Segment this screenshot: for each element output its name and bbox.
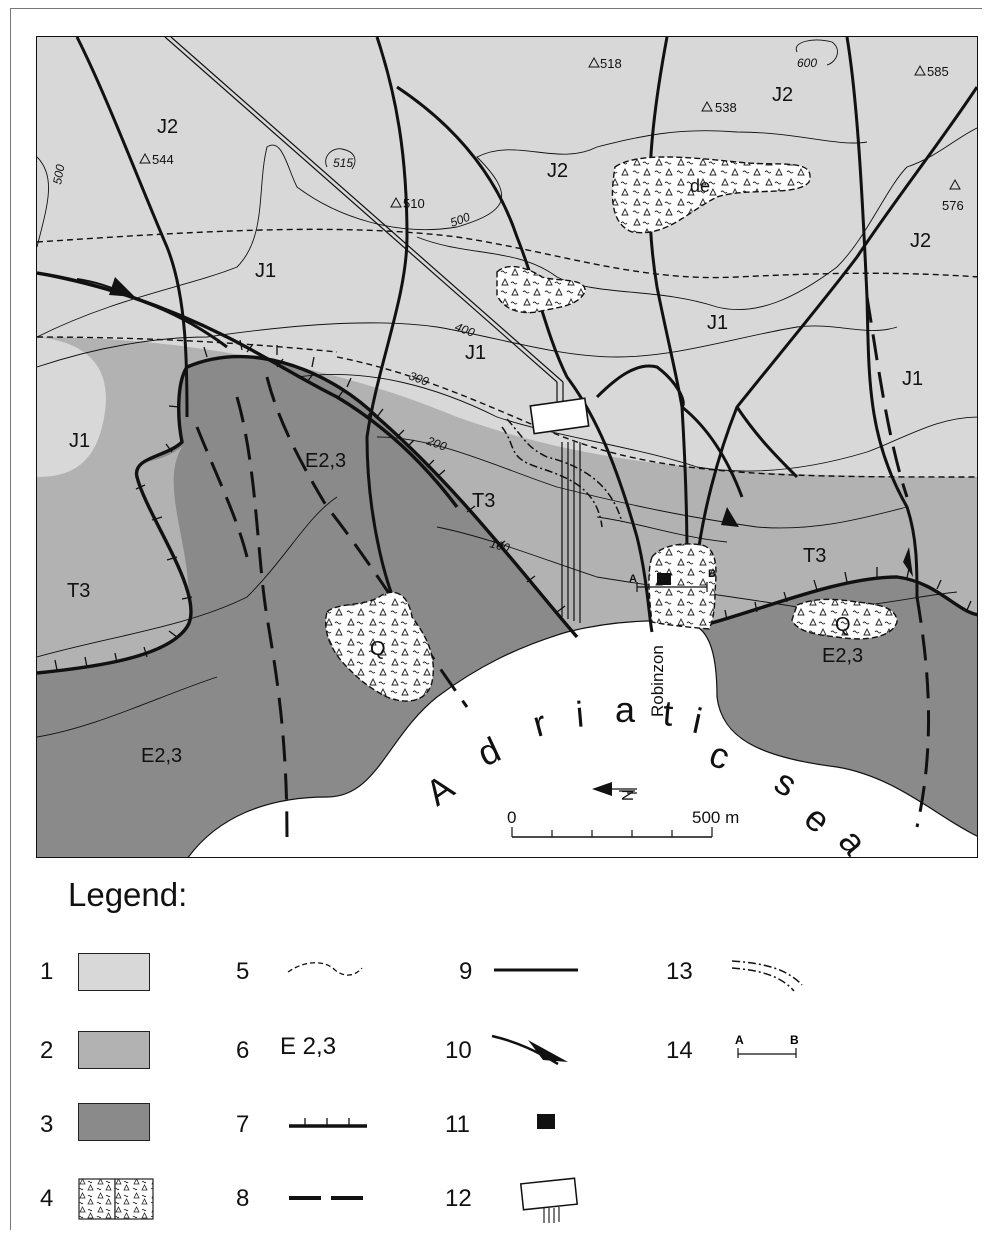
place-robinzon: Robinzon <box>648 645 667 717</box>
label-t3-c: T3 <box>67 580 90 602</box>
legend-num-2: 2 <box>40 1037 54 1064</box>
legend-swatch-3 <box>78 1103 150 1141</box>
tunnel-line <box>164 37 581 623</box>
sea-letter-4: i <box>574 693 586 735</box>
north-label: N <box>620 789 637 801</box>
elev-585: 585 <box>927 64 949 79</box>
legend-num-11: 11 <box>445 1111 470 1138</box>
faults <box>37 37 977 633</box>
sea-letter-5: a <box>615 689 636 730</box>
elevation-points <box>139 56 961 208</box>
unit-j1-left-area <box>37 337 106 477</box>
legend-num-13: 13 <box>666 958 693 985</box>
contour-100: 100 <box>488 536 511 555</box>
fault-arrow-1-head <box>109 277 135 297</box>
outcrop-marker <box>657 573 671 585</box>
label-t3-a: T3 <box>472 490 495 512</box>
fault-arrow-3-head <box>903 547 913 577</box>
legend-symbol-13 <box>731 960 803 992</box>
upper-thrust-ticks <box>246 343 435 468</box>
sea-letter-6: t <box>661 692 675 734</box>
scale-start: 0 <box>507 808 516 827</box>
label-q-a: Q <box>370 638 386 660</box>
contour-200: 200 <box>424 433 449 453</box>
breccia-de-patch <box>611 156 811 234</box>
label-j1-c: J1 <box>707 312 728 334</box>
elev-544: 544 <box>152 152 174 167</box>
geological-map: J2 J2 J2 J2 J1 J1 J1 J1 J1 T3 T3 T3 E2,3… <box>36 36 978 858</box>
label-j2-a: J2 <box>157 116 178 138</box>
section-label-b: B <box>708 568 716 580</box>
legend-symbol-14: A B <box>735 1033 799 1058</box>
legend-swatch-1 <box>78 953 150 991</box>
tunnel-portal <box>529 397 590 435</box>
legend-symbol-7 <box>289 1118 367 1128</box>
breccia-q-right-patch <box>791 598 898 640</box>
legend-num-8: 8 <box>236 1185 250 1212</box>
label-de: de <box>690 176 710 196</box>
elev-518: 518 <box>600 56 622 71</box>
dash-dot-lines <box>501 418 623 528</box>
label-e23-c: E2,3 <box>141 745 182 767</box>
legend-symbol-6: E 2,3 <box>280 1033 337 1060</box>
legend-14-a: A <box>735 1033 744 1047</box>
breccia-q-left-patch <box>325 591 434 702</box>
legend-symbol-11 <box>537 1114 555 1129</box>
contour-600: 600 <box>797 56 817 70</box>
scale-bar: 0 500 m <box>507 808 739 838</box>
legend-14-b: B <box>790 1033 799 1047</box>
legend-num-1: 1 <box>40 958 54 985</box>
figure-frame <box>10 8 982 1230</box>
map-canvas: J2 J2 J2 J2 J1 J1 J1 J1 J1 T3 T3 T3 E2,3… <box>37 37 977 857</box>
scale-end: 500 m <box>692 808 739 827</box>
label-j2-c: J2 <box>547 160 568 182</box>
label-j1-b: J1 <box>465 342 486 364</box>
label-j2-d: J2 <box>910 230 931 252</box>
legend-symbol-10 <box>491 1034 568 1066</box>
label-j1-e: J1 <box>69 430 90 452</box>
section-label-a: A <box>629 573 637 585</box>
legend-num-14: 14 <box>666 1037 693 1064</box>
elev-538: 538 <box>715 100 737 115</box>
fault-arrow-2-head <box>721 507 739 527</box>
contour-500: 500 <box>448 210 472 230</box>
thrust-faults <box>37 354 977 675</box>
legend-num-7: 7 <box>236 1111 250 1138</box>
breccia-small-patch <box>496 265 586 314</box>
section-line <box>636 582 708 592</box>
legend-num-5: 5 <box>236 958 250 985</box>
contour-515: 515 <box>333 156 353 170</box>
legend-num-9: 9 <box>459 958 473 985</box>
elev-576: 576 <box>942 198 964 213</box>
north-arrow: N <box>592 782 637 801</box>
label-e23-b: E2,3 <box>822 645 863 667</box>
label-j1-a: J1 <box>255 260 276 282</box>
legend-symbol-12 <box>519 1177 579 1223</box>
label-q-b: Q <box>835 614 851 636</box>
contour-400: 400 <box>453 320 477 340</box>
legend-num-12: 12 <box>445 1185 472 1212</box>
contour-500-left: 500 <box>50 163 67 185</box>
legend-swatch-2 <box>78 1031 150 1069</box>
geological-boundaries <box>37 228 977 478</box>
adriatic-sea <box>187 620 977 857</box>
legend-num-4: 4 <box>40 1185 54 1212</box>
legend-symbol-8 <box>289 1196 367 1200</box>
legend-num-10: 10 <box>445 1037 472 1064</box>
legend-symbol-5 <box>287 962 363 976</box>
elev-510: 510 <box>403 196 425 211</box>
legend-num-3: 3 <box>40 1111 54 1138</box>
legend-symbol-9 <box>494 968 578 972</box>
contour-300: 300 <box>407 369 431 389</box>
label-e23-a: E2,3 <box>305 450 346 472</box>
unit-t3-left-tongue <box>37 447 189 673</box>
label-t3-b: T3 <box>803 545 826 567</box>
label-j2-b: J2 <box>772 84 793 106</box>
legend-symbol-4 <box>78 1178 154 1220</box>
contour-lines <box>37 39 977 738</box>
legend-title: Legend: <box>68 876 188 913</box>
legend-num-6: 6 <box>236 1037 250 1064</box>
thrust-ticks <box>54 339 972 671</box>
label-j1-d: J1 <box>902 368 923 390</box>
